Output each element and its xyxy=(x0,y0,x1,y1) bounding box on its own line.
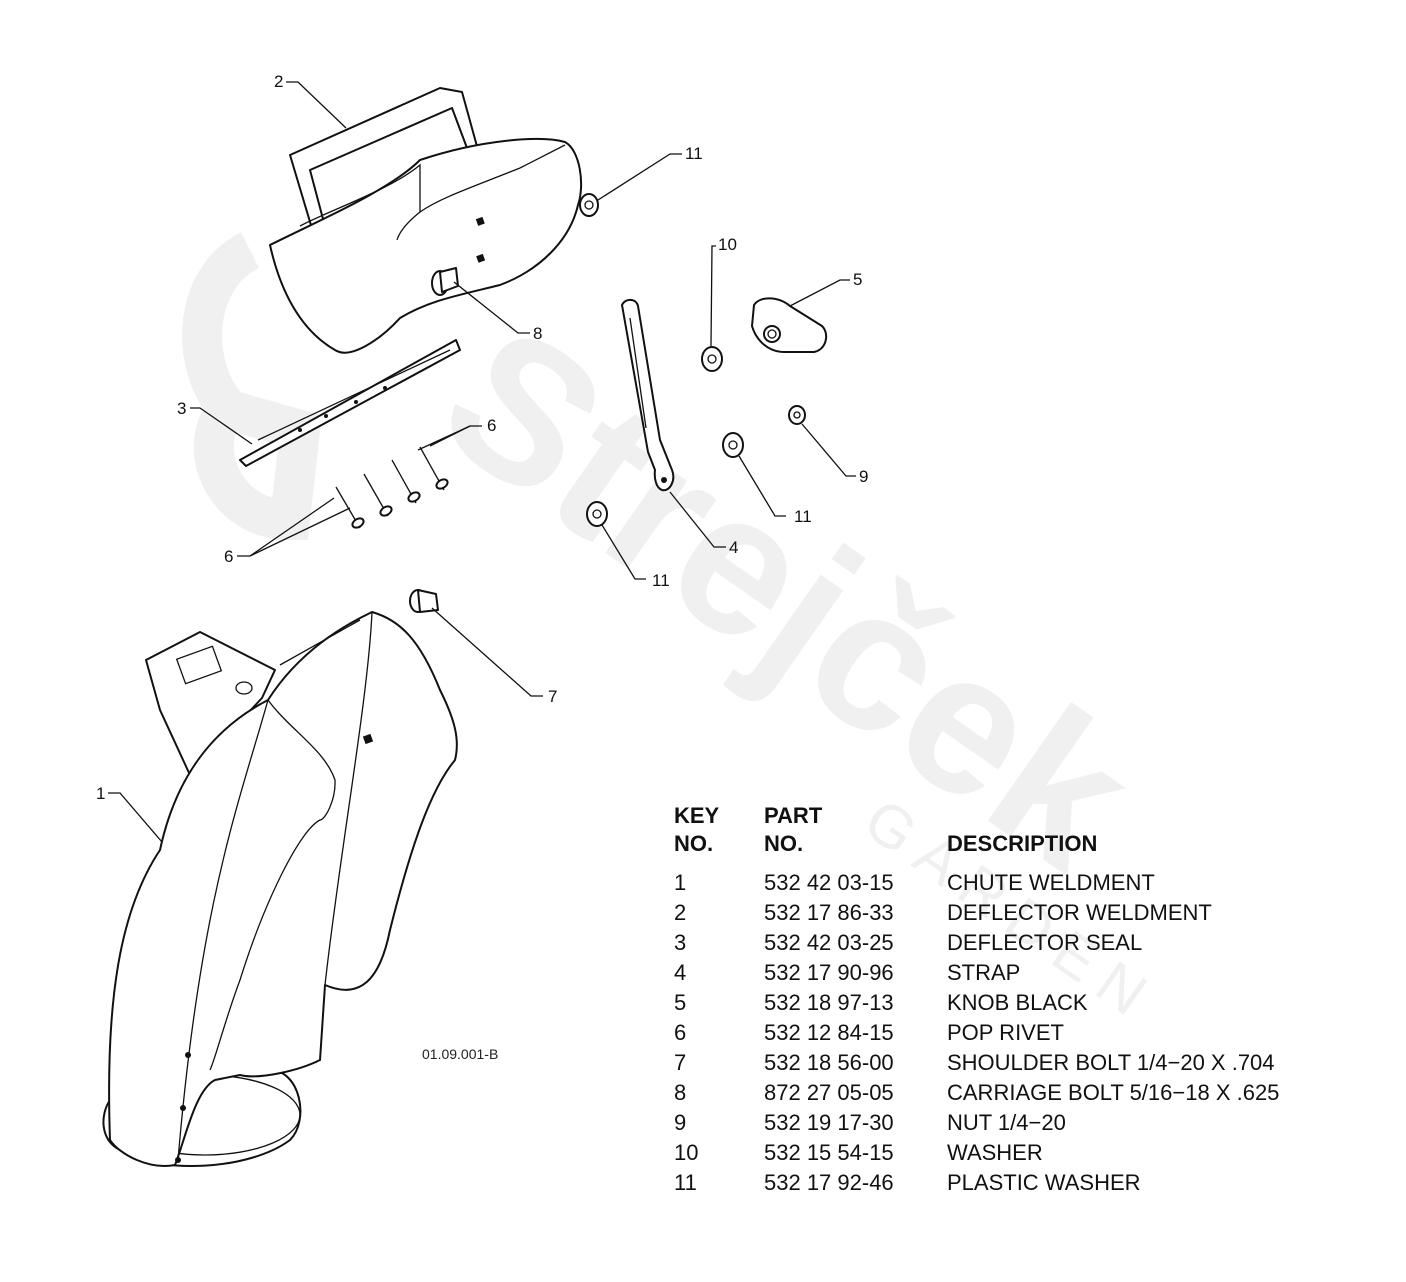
table-row: 11 532 17 92-46 PLASTIC WASHER xyxy=(674,1168,1374,1198)
description: KNOB BLACK xyxy=(947,990,1088,1015)
pop-rivets xyxy=(335,446,449,529)
description: POP RIVET xyxy=(947,1020,1064,1045)
callout-labels: 2 11 10 5 8 3 6 9 11 4 6 11 7 1 xyxy=(96,72,868,803)
key-no: 8 xyxy=(674,1080,687,1105)
callout-5: 5 xyxy=(853,270,862,289)
pop-rivet xyxy=(391,459,421,504)
pop-rivet xyxy=(419,446,449,491)
key-no: 3 xyxy=(674,930,687,955)
chute-weldment xyxy=(102,611,458,1168)
callout-9: 9 xyxy=(859,467,868,486)
callout-6-upper: 6 xyxy=(487,416,496,435)
callout-11-low: 11 xyxy=(652,571,670,590)
key-no: 1 xyxy=(674,870,687,895)
callout-3: 3 xyxy=(177,399,186,418)
description: NUT 1/4−20 xyxy=(947,1110,1066,1135)
callout-6-lower: 6 xyxy=(224,547,233,566)
description-header: DESCRIPTION xyxy=(947,831,1098,856)
callout-2: 2 xyxy=(274,72,283,91)
carriage-bolt xyxy=(431,267,459,296)
key-no: 6 xyxy=(674,1020,687,1045)
description: SHOULDER BOLT 1/4−20 X .704 xyxy=(947,1050,1275,1075)
callout-8: 8 xyxy=(533,324,542,343)
part-no: 532 18 56-00 xyxy=(764,1050,894,1075)
table-row: 8 872 27 05-05 CARRIAGE BOLT 5/16−18 X .… xyxy=(674,1078,1374,1108)
description: CARRIAGE BOLT 5/16−18 X .625 xyxy=(947,1080,1280,1105)
deflector-weldment xyxy=(269,87,583,354)
nut xyxy=(788,405,806,425)
part-no: 532 17 90-96 xyxy=(764,960,894,985)
key-no: 11 xyxy=(674,1170,697,1195)
drawing-code: 01.09.001-B xyxy=(422,1046,498,1062)
strap xyxy=(621,298,675,492)
key-no-header: KEY NO. xyxy=(674,802,719,858)
part-no-header: PART NO. xyxy=(764,802,822,858)
leader-lines xyxy=(108,81,856,843)
key-header-line1: KEY xyxy=(674,803,720,828)
callout-7: 7 xyxy=(548,687,557,706)
part-header-line2: NO. xyxy=(764,831,804,856)
washer xyxy=(701,346,723,372)
plastic-washer xyxy=(579,193,599,217)
key-no: 10 xyxy=(674,1140,699,1165)
table-row: 5 532 18 97-13 KNOB BLACK xyxy=(674,988,1374,1018)
shoulder-bolt xyxy=(409,589,439,613)
callout-10: 10 xyxy=(718,235,737,254)
table-row: 3 532 42 03-25 DEFLECTOR SEAL xyxy=(674,928,1374,958)
part-no: 872 27 05-05 xyxy=(764,1080,894,1105)
key-header-line2: NO. xyxy=(674,831,714,856)
plastic-washer xyxy=(722,432,744,458)
description: DEFLECTOR WELDMENT xyxy=(947,900,1212,925)
part-no: 532 12 84-15 xyxy=(764,1020,894,1045)
table-row: 1 532 42 03-15 CHUTE WELDMENT xyxy=(674,868,1374,898)
plastic-washer xyxy=(586,501,608,527)
part-no: 532 42 03-25 xyxy=(764,930,894,955)
key-no: 4 xyxy=(674,960,687,985)
part-no: 532 19 17-30 xyxy=(764,1110,894,1135)
callout-11-top: 11 xyxy=(685,144,703,163)
table-row: 7 532 18 56-00 SHOULDER BOLT 1/4−20 X .7… xyxy=(674,1048,1374,1078)
description: PLASTIC WASHER xyxy=(947,1170,1141,1195)
key-no: 5 xyxy=(674,990,687,1015)
table-row: 9 532 19 17-30 NUT 1/4−20 xyxy=(674,1108,1374,1138)
part-header-line1: PART xyxy=(764,803,823,828)
description: STRAP xyxy=(947,960,1021,985)
description: CHUTE WELDMENT xyxy=(947,870,1155,895)
table-row: 6 532 12 84-15 POP RIVET xyxy=(674,1018,1374,1048)
part-no: 532 15 54-15 xyxy=(764,1140,894,1165)
table-row: 10 532 15 54-15 WASHER xyxy=(674,1138,1374,1168)
pop-rivet xyxy=(335,486,365,529)
callout-11-mid: 11 xyxy=(794,507,812,526)
pop-rivet xyxy=(363,473,393,517)
deflector-seal xyxy=(239,339,461,467)
key-no: 2 xyxy=(674,900,687,925)
description: WASHER xyxy=(947,1140,1043,1165)
table-row: 4 532 17 90-96 STRAP xyxy=(674,958,1374,988)
part-no: 532 17 92-46 xyxy=(764,1170,894,1195)
callout-1: 1 xyxy=(96,784,105,803)
key-no: 9 xyxy=(674,1110,687,1135)
callout-4: 4 xyxy=(729,538,738,557)
description: DEFLECTOR SEAL xyxy=(947,930,1143,955)
knob xyxy=(751,297,828,353)
part-no: 532 17 86-33 xyxy=(764,900,894,925)
key-no: 7 xyxy=(674,1050,687,1075)
part-no: 532 18 97-13 xyxy=(764,990,894,1015)
part-no: 532 42 03-15 xyxy=(764,870,894,895)
table-row: 2 532 17 86-33 DEFLECTOR WELDMENT xyxy=(674,898,1374,928)
